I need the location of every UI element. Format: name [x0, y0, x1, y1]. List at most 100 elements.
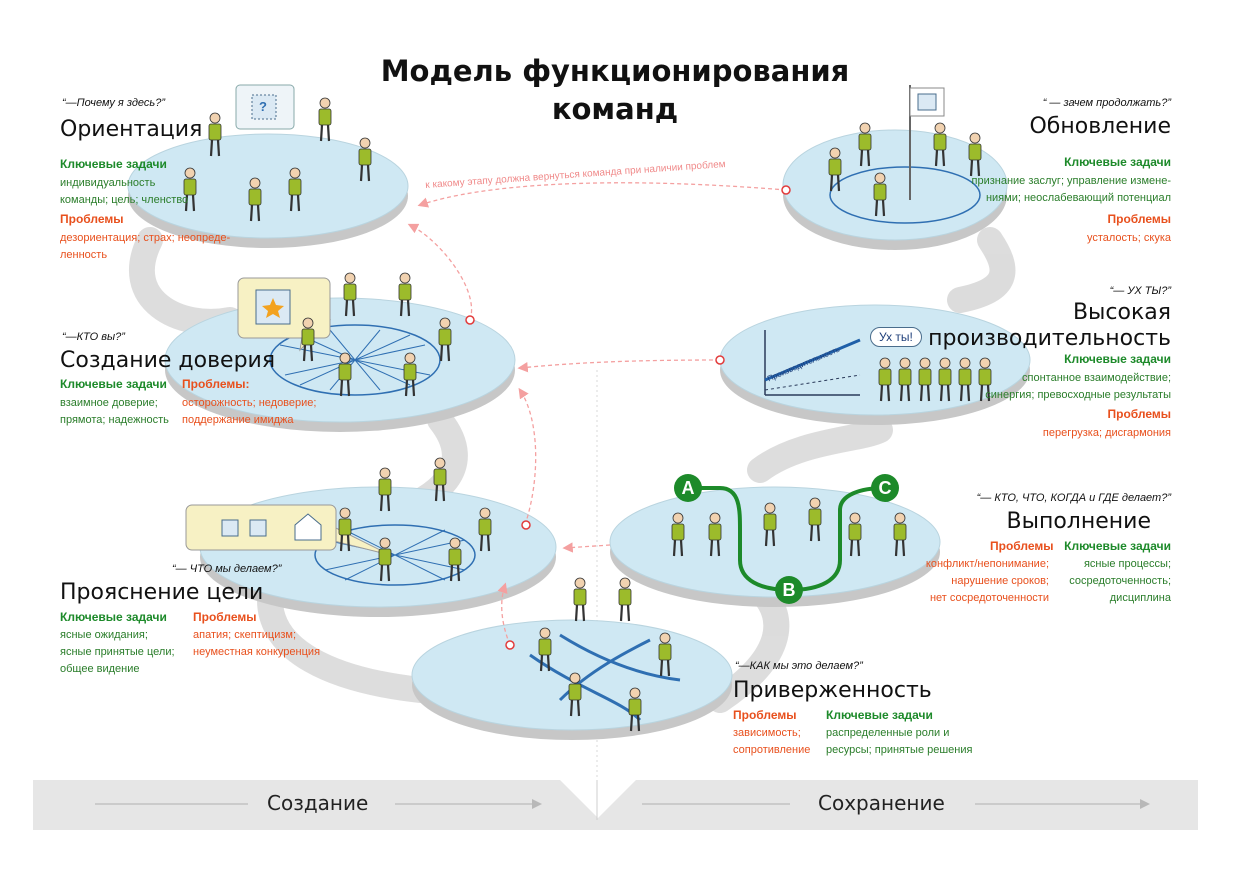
person-figure	[671, 512, 685, 557]
bottom-bar	[33, 780, 1198, 830]
person-figure	[378, 467, 392, 512]
person-figure	[893, 512, 907, 557]
person-figure	[938, 357, 952, 402]
renewal-flag	[909, 85, 945, 200]
person-figure	[301, 317, 315, 362]
person-figure	[848, 512, 862, 557]
trust-problems: осторожность; недоверие;поддержание имид…	[182, 397, 317, 426]
commitment-problems-header: Проблемы	[733, 708, 797, 722]
trust-problems-header: Проблемы:	[182, 377, 250, 391]
person-figure	[248, 177, 262, 222]
execution-tasks: ясные процессы;сосредоточенность;дисципл…	[1069, 558, 1171, 604]
execution-title: Выполнение	[1006, 509, 1151, 534]
person-figure	[808, 497, 822, 542]
renewal-ring	[829, 166, 981, 224]
orientation-box	[235, 84, 295, 130]
person-figure	[403, 352, 417, 397]
execution-question: “— КТО, ЧТО, КОГДА и ГДЕ делает?”	[976, 492, 1171, 504]
goal-tasks: ясные ожидания;ясные принятые цели;общее…	[60, 629, 175, 675]
person-figure	[918, 357, 932, 402]
person-figure	[763, 502, 777, 547]
person-figure	[828, 147, 842, 192]
renewal-problems: усталость; скука	[1086, 232, 1171, 244]
performance-tasks-header: Ключевые задачи	[1064, 352, 1171, 366]
trust-question: “—КТО вы?”	[62, 331, 125, 343]
person-figure	[338, 352, 352, 397]
trust-tasks: взаимное доверие;прямота; надежность	[60, 397, 169, 426]
person-figure	[538, 627, 552, 672]
people-figures	[183, 97, 992, 732]
person-figure	[978, 357, 992, 402]
wow-bubble: Ух ты!	[870, 327, 922, 347]
commitment-question: “—КАК мы это делаем?”	[735, 660, 863, 672]
page-title: Модель функционирования команд	[380, 54, 850, 126]
person-figure	[568, 672, 582, 717]
performance-problems-header: Проблемы	[1107, 407, 1171, 421]
creation-label: Создание	[267, 791, 369, 815]
person-figure	[958, 357, 972, 402]
person-figure	[628, 687, 642, 732]
badge-b: B	[775, 576, 803, 604]
execution-problems-header: Проблемы	[990, 539, 1054, 553]
performance-problems: перегрузка; дисгармония	[1042, 427, 1171, 439]
performance-tasks: спонтанное взаимодействие;синергия; прев…	[985, 372, 1171, 401]
execution-problems: конфликт/непонимание;нарушение сроков;не…	[925, 558, 1049, 604]
orientation-title: Ориентация	[60, 117, 203, 142]
person-figure	[448, 537, 462, 582]
person-figure	[338, 507, 352, 552]
performance-chart	[764, 330, 861, 396]
person-figure	[438, 317, 452, 362]
question-mark-label: ?	[259, 99, 267, 114]
person-figure	[858, 122, 872, 167]
person-figure	[358, 137, 372, 182]
goal-network	[314, 524, 476, 586]
badge-a: A	[674, 474, 702, 502]
performance-question: “— УХ ТЫ?”	[1109, 285, 1171, 297]
badge-c: C	[871, 474, 899, 502]
goal-question: “— ЧТО мы делаем?”	[172, 563, 282, 575]
orientation-tasks-header: Ключевые задачи	[60, 157, 167, 171]
person-figure	[183, 167, 197, 212]
person-figure	[873, 172, 887, 217]
person-figure	[478, 507, 492, 552]
orientation-problems: дезориентация; страх; неопреде-ленность	[60, 232, 231, 261]
renewal-problems-header: Проблемы	[1107, 212, 1171, 226]
renewal-question: “ — зачем продолжать?”	[1042, 97, 1171, 109]
commitment-problems: зависимость;сопротивление	[733, 727, 811, 756]
person-figure	[288, 167, 302, 212]
goal-tasks-header: Ключевые задачи	[60, 610, 167, 624]
execution-tasks-header: Ключевые задачи	[1064, 539, 1171, 553]
orientation-question: “—Почему я здесь?”	[62, 97, 165, 109]
maintenance-label: Сохранение	[818, 791, 945, 815]
disc-orientation	[127, 133, 409, 248]
person-figure	[573, 577, 587, 622]
return-arrows	[407, 182, 787, 646]
commitment-tasks-header: Ключевые задачи	[826, 708, 933, 722]
goal-problems: апатия; скептицизм;неуместная конкуренци…	[193, 629, 321, 658]
person-figure	[398, 272, 412, 317]
person-figure	[708, 512, 722, 557]
commitment-title: Приверженность	[733, 678, 932, 703]
person-figure	[318, 97, 332, 142]
renewal-tasks-header: Ключевые задачи	[1064, 155, 1171, 169]
person-figure	[378, 537, 392, 582]
orientation-problems-header: Проблемы	[60, 212, 124, 226]
person-figure	[343, 272, 357, 317]
goal-title: Прояснение цели	[60, 580, 264, 605]
person-figure	[898, 357, 912, 402]
disc-performance	[719, 304, 1031, 425]
problem-markers	[465, 185, 791, 650]
person-figure	[878, 357, 892, 402]
person-figure	[433, 457, 447, 502]
person-figure	[658, 632, 672, 677]
person-figure	[968, 132, 982, 177]
person-figure	[618, 577, 632, 622]
trust-tasks-header: Ключевые задачи	[60, 377, 167, 391]
person-figure	[208, 112, 222, 157]
person-figure	[933, 122, 947, 167]
renewal-tasks: признание заслуг; управление измене-ниям…	[971, 175, 1172, 204]
